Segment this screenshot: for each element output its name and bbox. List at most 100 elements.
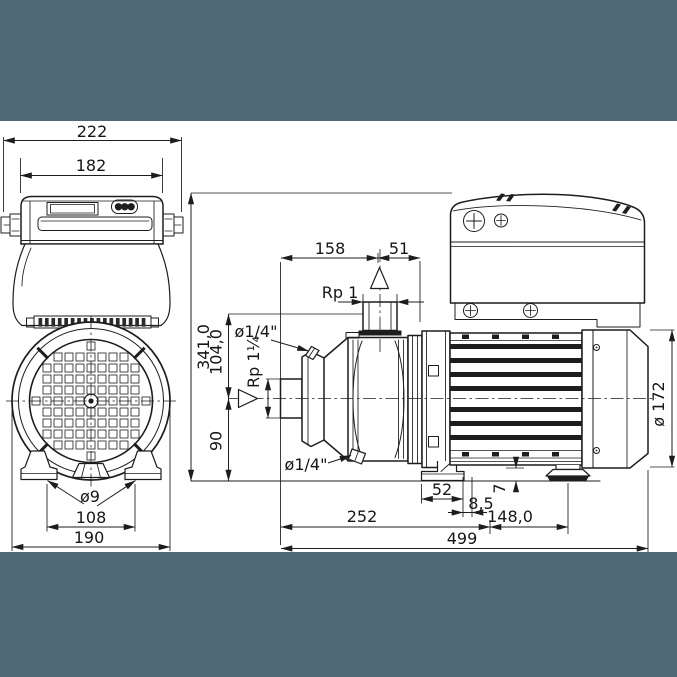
cooling-fin: [450, 435, 582, 440]
grille-hole: [97, 418, 107, 428]
fin-slat: [57, 318, 62, 327]
dim-foot-hole-label: ø9: [80, 487, 100, 506]
grille-hole: [53, 440, 63, 450]
grille-hole: [97, 352, 107, 362]
grille-hole: [64, 374, 74, 384]
dim-pump-length-label: 252: [347, 507, 378, 526]
fin-strip: [26, 315, 159, 329]
motor: [449, 332, 583, 466]
dim-total-length: 499: [280, 470, 649, 552]
dim-motor-diameter: ø 172: [649, 329, 676, 468]
dim-axis-height-label: 90: [207, 431, 226, 451]
grille-hole: [119, 418, 129, 428]
grille-hole: [64, 352, 74, 362]
grille-hole: [42, 418, 52, 428]
control-module-side: [449, 193, 646, 328]
rail-mark: [552, 452, 559, 457]
dim-axis-height: 90: [207, 398, 232, 482]
fin-slat: [141, 318, 146, 327]
grille-hole: [64, 440, 74, 450]
dim-total-height-label: 341,0: [194, 324, 213, 370]
mount-screw-icon: [463, 303, 478, 318]
foot-left: [20, 450, 58, 481]
dim-outlet-to-flange-label: 51: [389, 239, 409, 258]
dim-support-foot-length-label: 52: [432, 480, 452, 499]
grille-hole: [75, 385, 85, 395]
motor-housing-front: [12, 243, 171, 327]
fin-slat: [51, 318, 56, 327]
dim-total-length-label: 499: [447, 529, 478, 548]
dim-housing-width: 190: [11, 410, 171, 551]
dim-support-foot-length: 52: [421, 477, 464, 517]
fin-slat: [128, 318, 133, 327]
grille-hole: [42, 407, 52, 417]
top-band: [0, 0, 677, 121]
dim-outlet-height-label: 104,0: [207, 329, 226, 375]
grille-hole: [75, 418, 85, 428]
dim-module-width-label: 182: [76, 156, 107, 175]
dim-foot-hole: ø9: [47, 480, 136, 507]
foot-right: [124, 450, 162, 481]
grille-hole: [42, 363, 52, 373]
cable-gland-left: [0, 213, 22, 237]
grille-hole: [64, 363, 74, 373]
dim-foot-slot-offset-label: 8,5: [468, 494, 493, 513]
grille-hole: [53, 418, 63, 428]
grille-hole: [97, 374, 107, 384]
button-pod: [111, 199, 138, 214]
grille-hole: [97, 385, 107, 395]
dim-discharge-port-label: Rp 1: [322, 283, 359, 302]
module-slot: [37, 216, 153, 231]
grille-hole: [119, 374, 129, 384]
grille-hole: [42, 429, 52, 439]
grille-hole: [130, 374, 140, 384]
dim-vent-plug: ø1/4": [235, 322, 309, 352]
cover-screw-icon: [593, 344, 600, 351]
dim-discharge-port: Rp 1: [322, 283, 424, 306]
cover-screw-icon: [593, 447, 600, 454]
fin-slat: [64, 318, 68, 327]
grille-hole: [53, 429, 63, 439]
grille-hole: [53, 385, 63, 395]
mount-screw-icon: [523, 303, 538, 318]
dim-suction-port: Rp 1¼: [244, 336, 281, 419]
fin-slat: [44, 318, 49, 327]
grille-hole: [75, 352, 85, 362]
button-icon: [127, 203, 135, 211]
flow-arrow-discharge-icon: [369, 266, 390, 290]
grille-hole: [75, 440, 85, 450]
dim-foot-spacing-side: 148,0: [487, 483, 569, 534]
grille-hole: [97, 440, 107, 450]
dim-foot-slot-offset: 8,5: [448, 477, 494, 517]
front-view-dimensions: 222 182 ø9 108 190: [3, 122, 182, 551]
side-view: [190, 193, 656, 545]
dim-pump-length: 252: [280, 507, 491, 534]
grille-hole: [108, 363, 118, 373]
grille-hole: [97, 363, 107, 373]
dim-overall-width: 222: [3, 122, 182, 212]
grille-hole: [53, 374, 63, 384]
fin-slat: [103, 318, 107, 327]
cooling-fin: [450, 421, 582, 426]
grille-hole: [119, 429, 129, 439]
grille-hole: [108, 352, 118, 362]
center-tab: [71, 462, 111, 479]
dim-overall-width-label: 222: [77, 122, 108, 141]
grille-hole: [42, 385, 52, 395]
cooling-fin: [450, 344, 582, 349]
grille-hole: [119, 385, 129, 395]
side-view-dimensions: 158 51 Rp 1 ø1/4" Rp 1¼ 341,0: [187, 192, 676, 552]
fin-slat: [135, 318, 139, 327]
grille-hole: [53, 407, 63, 417]
button-icon: [121, 203, 129, 211]
dim-foot-spacing-label: 108: [76, 508, 107, 527]
cooling-fin: [450, 407, 582, 412]
union-nut: [301, 350, 325, 448]
dim-foot-pad-height-label: 7: [490, 483, 509, 493]
motor-foot: [545, 465, 591, 482]
dim-outlet-to-flange: 51: [377, 239, 421, 322]
dim-foot-spacing-side-label: 148,0: [487, 507, 533, 526]
grille-hole: [119, 440, 129, 450]
dim-suction-port-label: Rp 1¼: [244, 336, 263, 388]
